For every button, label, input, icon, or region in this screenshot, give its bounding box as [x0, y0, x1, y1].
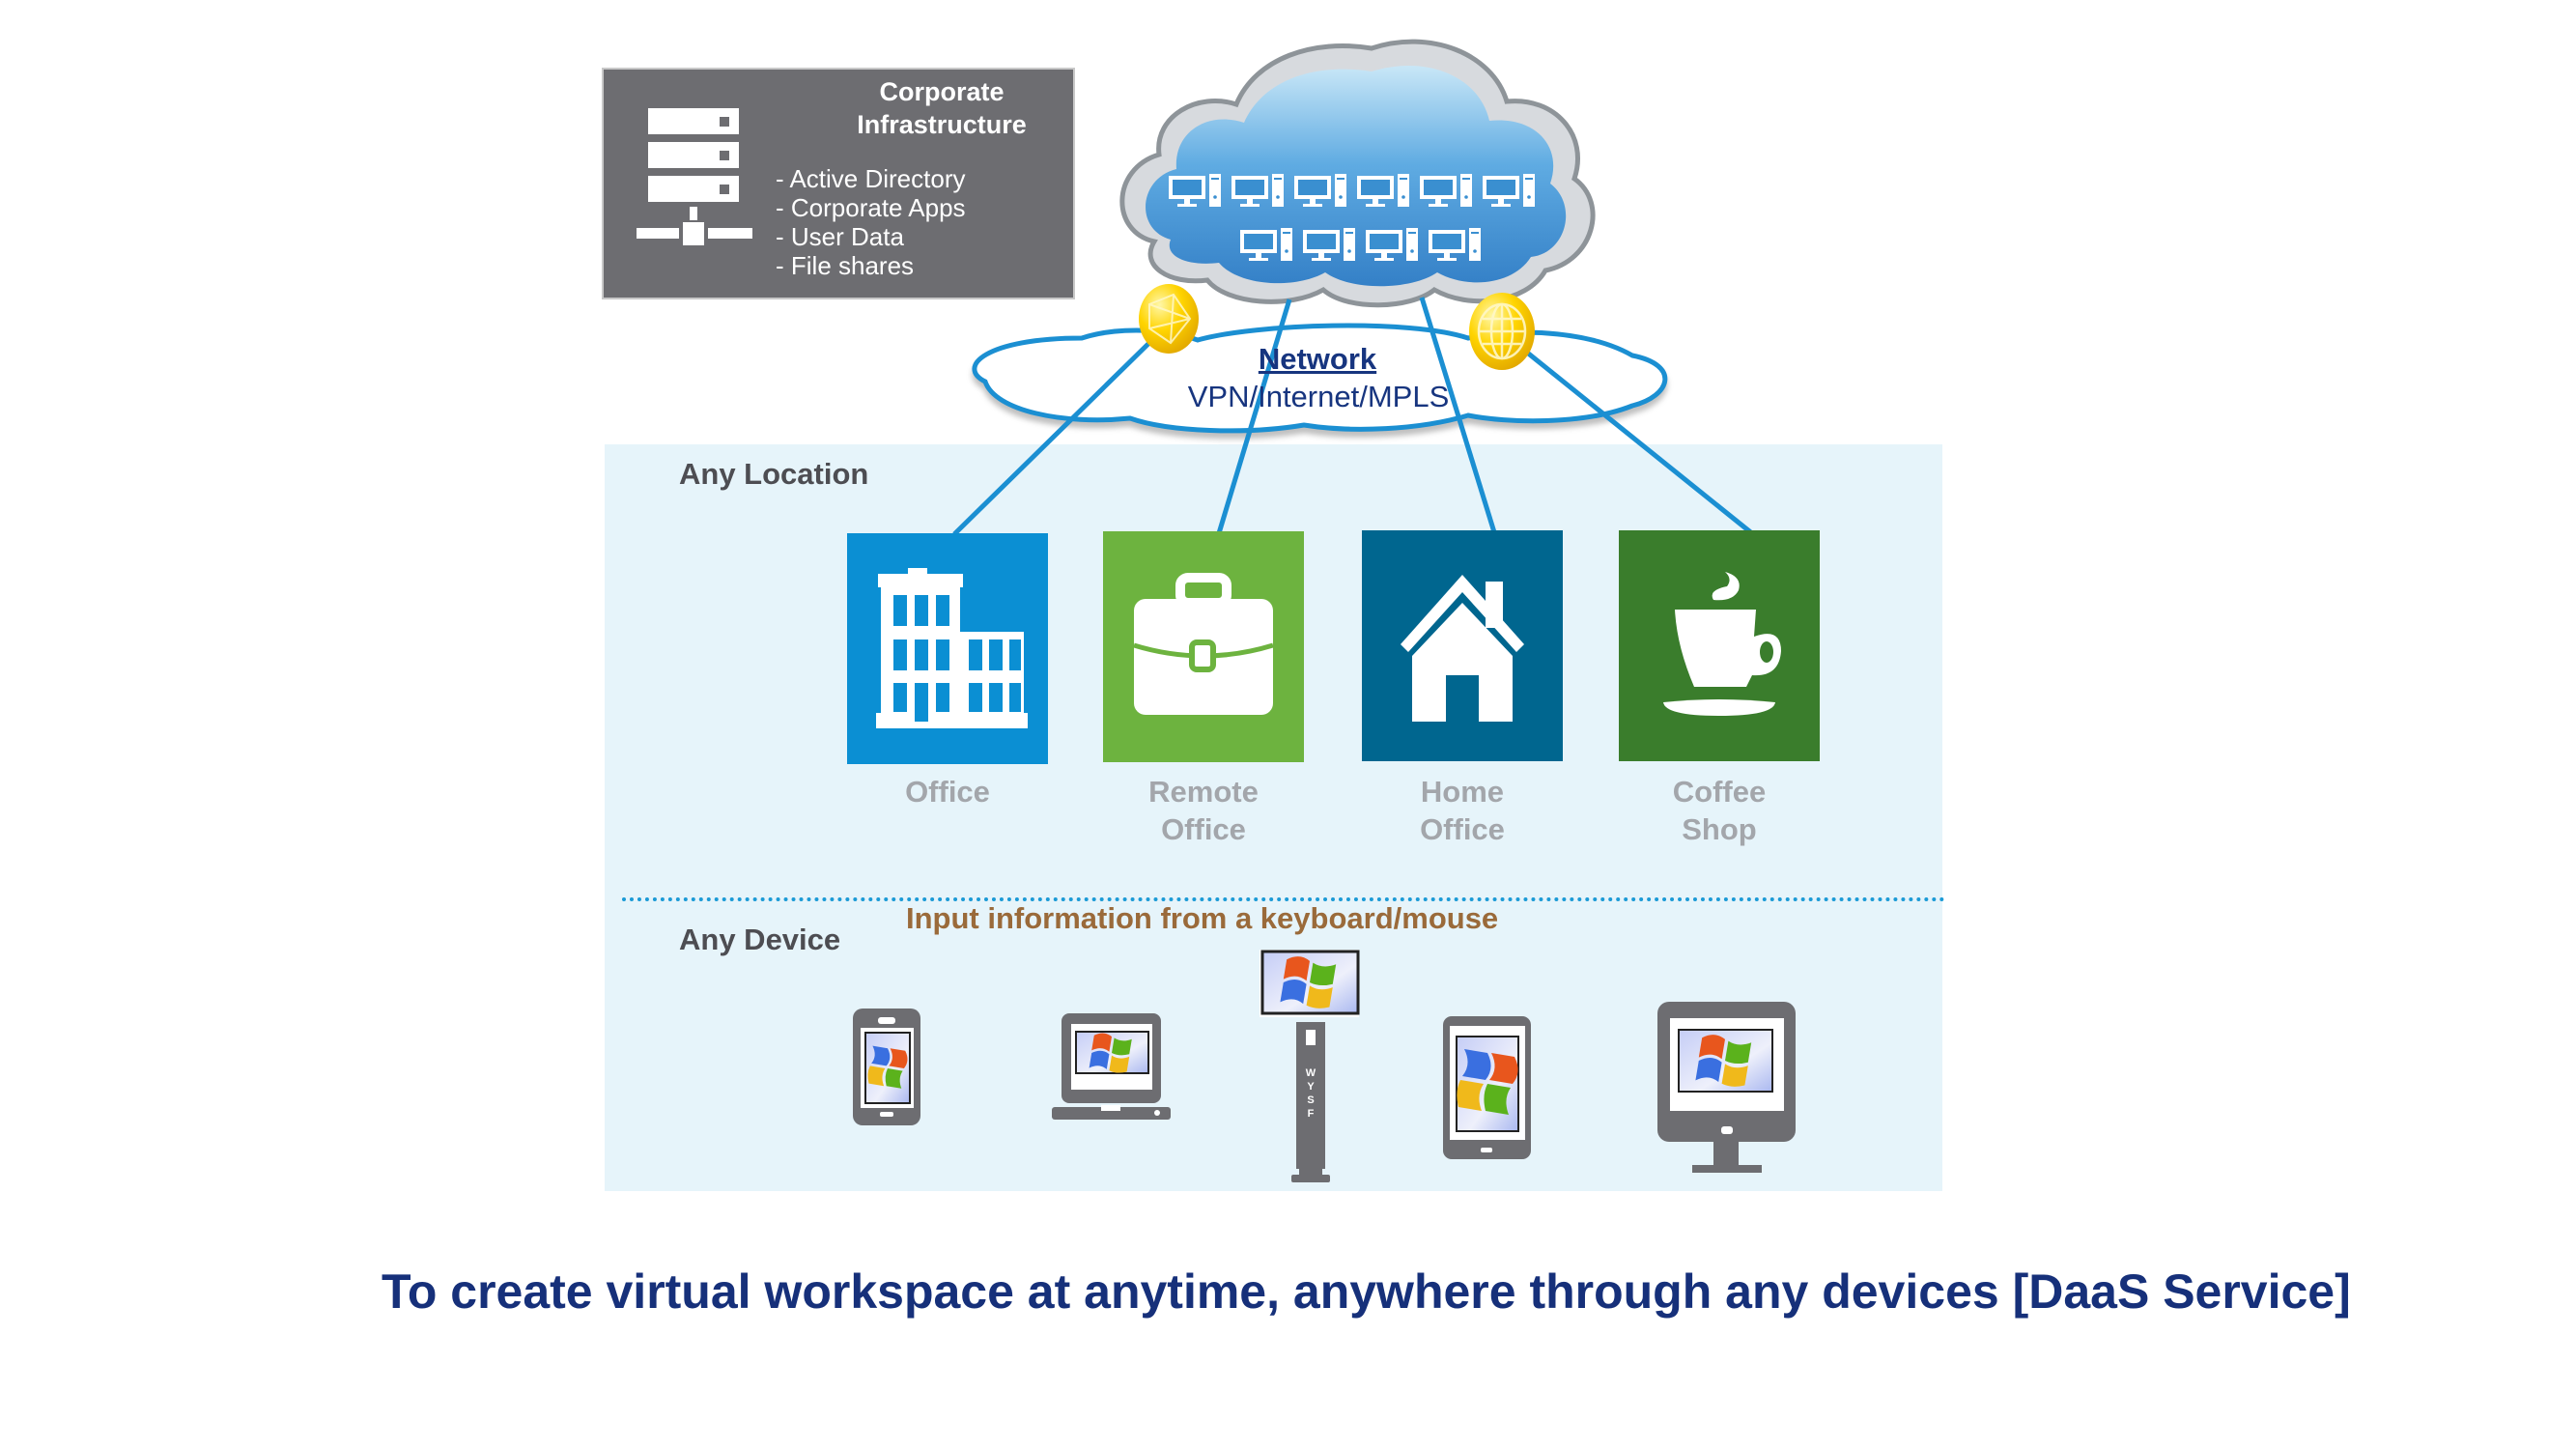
line-to-office [952, 331, 1161, 536]
input-note: Input information from a keyboard/mouse [906, 901, 1499, 935]
corporate-item: - Active Directory [776, 164, 966, 193]
corporate-infrastructure-box: Corporate Infrastructure - Active Direct… [602, 68, 1075, 299]
network-title: Network [1258, 342, 1377, 376]
tablet-icon[interactable] [1443, 1016, 1531, 1159]
location-label-line2: Office [1420, 812, 1505, 846]
location-label-office: Office [832, 773, 1063, 810]
house-icon [1401, 575, 1524, 722]
line-to-coffee-shop [1519, 346, 1755, 536]
monitor-icon[interactable] [1657, 1002, 1796, 1173]
caption: To create virtual workspace at anytime, … [382, 1264, 2351, 1319]
corporate-title: Corporate Infrastructure [816, 75, 1067, 141]
briefcase-icon [1133, 573, 1274, 715]
coffee-cup-icon [1663, 572, 1781, 716]
location-tile-home-office[interactable] [1362, 530, 1563, 761]
desktop-pc-icon [1231, 174, 1284, 207]
location-label-remote-office: Remote Office [1088, 773, 1319, 848]
corporate-item: - File shares [776, 251, 915, 280]
world-globe-icon [1469, 293, 1535, 370]
location-tile-office[interactable] [847, 533, 1048, 764]
desktop-pc-icon [1429, 228, 1481, 261]
line-to-remote-office [1216, 298, 1292, 534]
corporate-title-line1: Corporate [879, 77, 1005, 106]
location-label-home-office: Home Office [1346, 773, 1578, 848]
location-label-line1: Office [905, 775, 990, 809]
desktop-pc-icon [1420, 174, 1472, 207]
smartphone-icon[interactable] [853, 1009, 920, 1125]
location-label-line1: Home [1420, 775, 1505, 809]
desktop-pc-icon [1240, 228, 1292, 261]
desktop-pc-icon [1366, 228, 1418, 261]
line-to-home-office [1419, 297, 1497, 533]
location-label-line2: Shop [1682, 812, 1757, 846]
location-label-line1: Coffee [1672, 775, 1767, 809]
corporate-items: - Active Directory - Corporate Apps - Us… [776, 164, 966, 280]
location-tile-coffee-shop[interactable] [1619, 530, 1820, 761]
location-tile-remote-office[interactable] [1103, 531, 1304, 762]
cloud-icon [1119, 39, 1596, 308]
location-label-line2: Office [1161, 812, 1246, 846]
any-location-label: Any Location [679, 457, 869, 491]
desktop-pc-icon [1169, 174, 1221, 207]
any-device-label: Any Device [679, 923, 841, 956]
office-building-icon [876, 568, 1028, 728]
corporate-title-line2: Infrastructure [857, 110, 1027, 139]
connection-lines [952, 297, 1755, 536]
location-label-coffee-shop: Coffee Shop [1603, 773, 1835, 848]
network-subtitle: VPN/Internet/MPLS [1187, 380, 1450, 413]
desktop-pc-icon [1294, 174, 1346, 207]
desktop-pc-icon [1303, 228, 1355, 261]
thin-client-icon[interactable] [1260, 950, 1360, 1182]
desktop-pc-icon [1483, 174, 1535, 207]
corporate-item: - Corporate Apps [776, 193, 966, 222]
location-label-line1: Remote [1148, 775, 1259, 809]
network-globe-icon [1139, 284, 1199, 354]
section-divider [622, 897, 1945, 901]
thin-client-label: WYSF [1305, 1067, 1316, 1120]
desktop-pc-icon [1357, 174, 1409, 207]
laptop-icon[interactable] [1052, 1013, 1171, 1120]
corporate-item: - User Data [776, 222, 904, 251]
